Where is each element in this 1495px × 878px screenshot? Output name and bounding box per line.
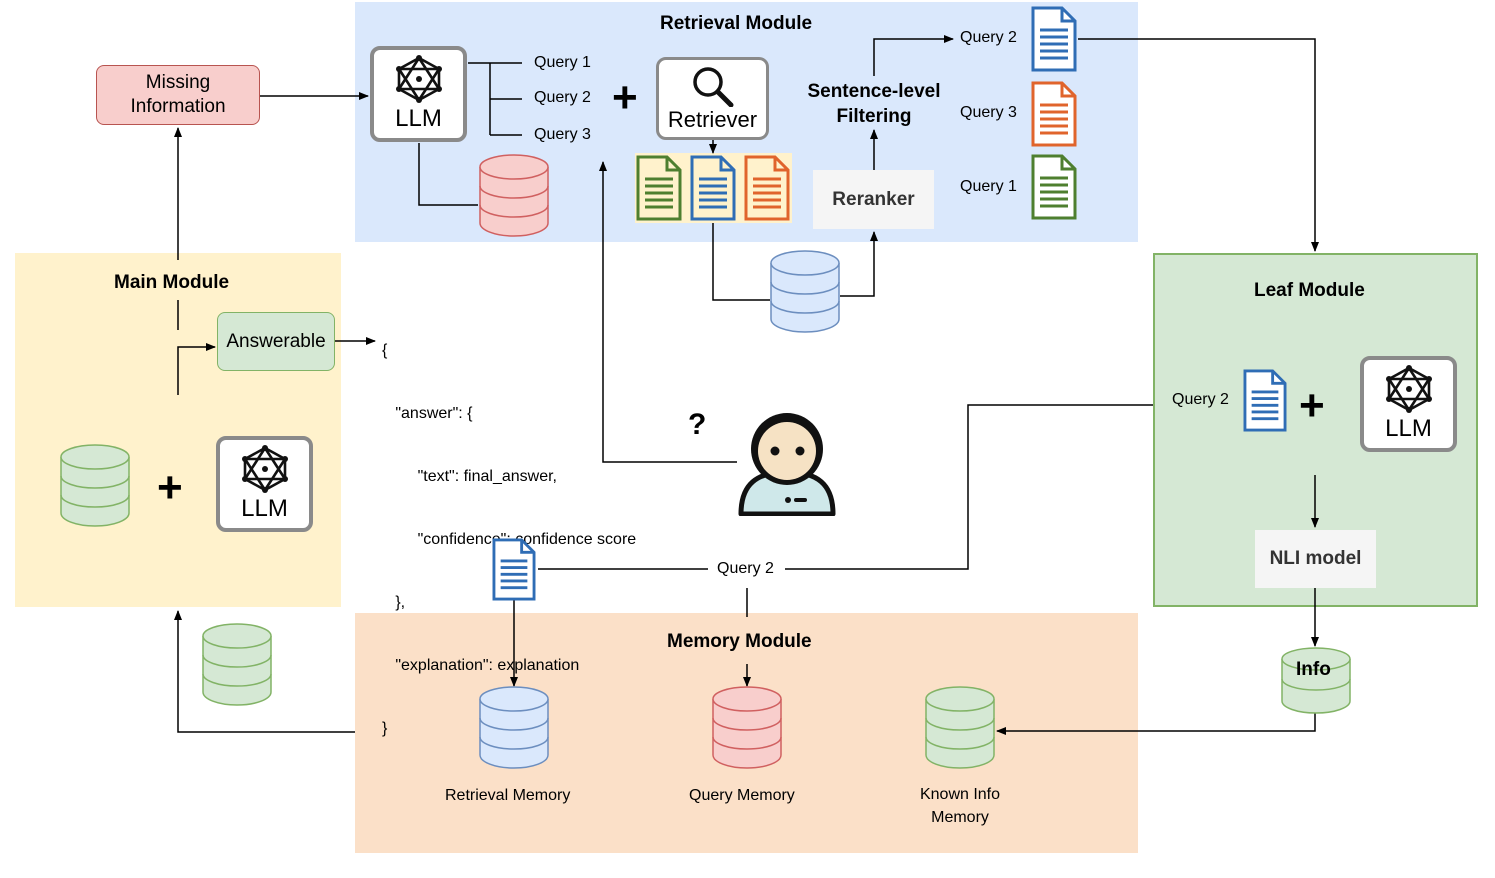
known-info-memory-label: Known Info Memory — [900, 783, 1020, 829]
arrow-user-to-retrieval — [599, 161, 737, 463]
ranked-doc-blue-icon — [1031, 6, 1077, 72]
retrieval-module-title: Retrieval Module — [660, 13, 813, 34]
neural-network-icon — [241, 445, 288, 493]
retrieval-llm-box: LLM — [370, 46, 467, 142]
ranked-doc-orange-icon — [1031, 81, 1077, 147]
search-icon — [692, 66, 733, 107]
filter-label-line2: Filtering — [836, 106, 912, 127]
arrow-to-answerable — [177, 343, 216, 395]
retrieval-memory-label: Retrieval Memory — [445, 787, 571, 804]
docs-to-db — [712, 223, 770, 301]
main-llm-label: LLM — [241, 495, 288, 522]
memory-query-link-label: Query 2 — [715, 560, 776, 578]
json-output-block: { "answer": { "text": final_answer, "con… — [382, 298, 636, 760]
retrieval-memory-database-icon — [479, 686, 549, 769]
nli-model-label: NLI model — [1269, 548, 1362, 569]
json-line: "confidence": confidence score — [417, 531, 637, 548]
llm-query-tree — [468, 62, 522, 136]
missing-label-line1: Missing — [145, 72, 211, 93]
query-1-label: Query 1 — [534, 54, 591, 71]
known-info-line1: Known Info — [919, 786, 1001, 803]
ranked-query-2-label: Query 2 — [960, 29, 1017, 46]
retrieval-llm-label: LLM — [395, 105, 442, 132]
arrow-filter-to-query2 — [873, 35, 954, 76]
query-3-label: Query 3 — [534, 126, 591, 143]
retriever-label: Retriever — [667, 106, 758, 132]
doc-icon-orange — [744, 155, 790, 221]
user-avatar-icon — [738, 413, 836, 516]
json-line: "text": final_answer, — [382, 468, 557, 485]
answerable-label: Answerable — [226, 330, 326, 352]
retriever-box: Retriever — [656, 57, 769, 140]
json-line: "explanation": explanation — [382, 657, 580, 674]
reranker-label: Reranker — [832, 188, 915, 210]
query-memory-label: Query Memory — [689, 787, 795, 804]
query-memory-database-icon — [712, 686, 782, 769]
leaf-llm-label: LLM — [1385, 415, 1432, 442]
query-2-label: Query 2 — [534, 89, 591, 106]
info-label: Info — [1296, 659, 1331, 680]
leaf-plus-icon: + — [1299, 381, 1325, 430]
leaf-llm-box: LLM — [1360, 356, 1457, 452]
filter-label-line1: Sentence-level — [807, 81, 941, 102]
leaf-doc-icon — [1243, 369, 1287, 432]
answerable-box: Answerable — [217, 312, 335, 371]
json-line: { — [382, 342, 388, 359]
main-plus-icon: + — [157, 463, 183, 512]
arrow-query2-to-leaf — [1078, 38, 1319, 252]
nli-model-box: NLI model — [1255, 530, 1376, 588]
known-info-memory-database-icon — [925, 686, 995, 769]
memory-doc-icon — [492, 538, 536, 601]
main-llm-box: LLM — [216, 436, 313, 532]
json-line: "answer": { — [382, 405, 473, 422]
main-module-title: Main Module — [114, 272, 230, 293]
known-info-line2: Memory — [931, 809, 989, 826]
leaf-to-memory-line — [785, 404, 1153, 570]
plus-icon: + — [612, 73, 638, 122]
arrow-db-to-reranker — [840, 231, 878, 297]
main-database-icon — [60, 444, 130, 527]
neural-network-icon — [1385, 365, 1432, 413]
json-line: } — [382, 720, 388, 737]
ranked-doc-green-icon — [1031, 154, 1077, 220]
sentence-filtering-label: Sentence-level Filtering — [790, 79, 958, 129]
memory-module-title: Memory Module — [667, 631, 812, 652]
doc-icon-green — [636, 155, 682, 221]
ranked-query-3-label: Query 3 — [960, 104, 1017, 121]
question-mark: ? — [688, 408, 707, 441]
leaf-module-title: Leaf Module — [1254, 280, 1365, 301]
neural-network-icon — [395, 55, 442, 103]
leaf-query-label: Query 2 — [1172, 391, 1229, 408]
retrieval-database-icon — [479, 154, 549, 237]
missing-information-box: Missing Information — [96, 65, 260, 125]
ranked-query-1-label: Query 1 — [960, 178, 1017, 195]
info-database-icon — [1281, 647, 1351, 714]
arrow-info-to-known-memory — [996, 713, 1316, 735]
missing-label-line2: Information — [130, 96, 226, 117]
reranker-box: Reranker — [813, 170, 934, 229]
llm-to-db — [418, 143, 478, 206]
json-line: }, — [382, 594, 406, 611]
doc-icon-blue — [690, 155, 736, 221]
reranker-database-icon — [770, 250, 840, 333]
memory-output-database-icon — [202, 623, 272, 706]
arrow-memory-to-main — [174, 610, 355, 733]
